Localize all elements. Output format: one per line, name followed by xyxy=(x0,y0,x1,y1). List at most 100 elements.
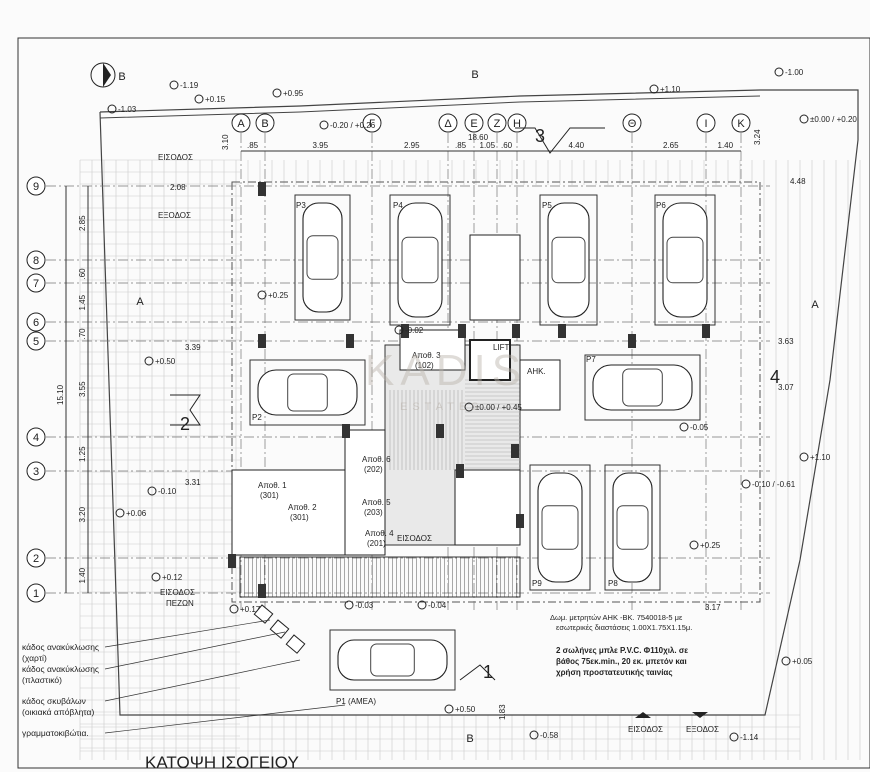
top-dimension: .85 xyxy=(247,141,259,150)
section-mark-top: B xyxy=(471,69,478,81)
column-axis-bubble xyxy=(438,113,458,133)
column-axis-bubble xyxy=(487,113,507,133)
column-axis-label: Η xyxy=(513,118,521,130)
north-arrow: B xyxy=(90,62,126,88)
level-marker-icon xyxy=(144,356,154,366)
room-name: Αποθ. 6 xyxy=(362,455,391,464)
column-axis-label: Ζ xyxy=(494,118,501,130)
structural-column xyxy=(628,334,636,348)
column-axis-label: Κ xyxy=(737,118,745,130)
level-value: -0.03 xyxy=(355,601,374,610)
side-dimension: 4.48 xyxy=(790,177,806,186)
legend-item: κάδος ανακύκλωσης(πλαστικό) xyxy=(22,631,286,685)
level-value: +1.10 xyxy=(660,85,681,94)
parking-space: P4 xyxy=(389,194,451,326)
row-axis-bubble xyxy=(26,548,46,568)
parking-bay xyxy=(249,359,366,426)
level-marker-icon xyxy=(799,452,809,462)
legend-text-2: (χαρτί) xyxy=(22,653,47,663)
legend: κάδος ανακύκλωσης(χαρτί)κάδος ανακύκλωση… xyxy=(22,619,346,738)
top-dimension: 1.40 xyxy=(718,141,734,150)
level-value: -0.02 xyxy=(405,326,424,335)
level-value: +0.50 xyxy=(455,705,476,714)
structural-column xyxy=(346,334,354,348)
parking-space: P5 xyxy=(539,194,598,326)
level-marker-icon xyxy=(257,290,267,300)
structural-column xyxy=(558,324,566,338)
row-axis-label: 2 xyxy=(33,553,39,565)
row-axis-label: 4 xyxy=(33,432,39,444)
structural-column xyxy=(258,182,266,196)
bin-icon xyxy=(285,634,306,654)
row-axis-bubble xyxy=(26,176,46,196)
car-icon xyxy=(662,202,708,318)
building-outline xyxy=(231,181,761,603)
row-axis-bubble xyxy=(26,427,46,447)
level-marker-icon xyxy=(147,486,157,496)
structural-column xyxy=(258,584,266,598)
parking-space: P6 xyxy=(654,194,716,326)
level-value: +0.17 xyxy=(240,605,261,614)
legend-item: κάδος σκυβάλων(οικιακά απόβλητα) xyxy=(22,659,301,717)
level-value: -1.14 xyxy=(740,733,759,742)
structural-column xyxy=(436,424,444,438)
side-dimension: 1.83 xyxy=(498,704,507,720)
car-icon xyxy=(302,202,343,313)
level-value: -0.20 / +0.26 xyxy=(330,121,376,130)
row-axis-bubble xyxy=(26,461,46,481)
top-dimension: .60 xyxy=(501,141,513,150)
level-marker-icon xyxy=(444,704,454,714)
car-roof xyxy=(541,505,579,550)
level-value: -0.05 xyxy=(690,423,709,432)
room-name: Αποθ. 3 xyxy=(412,351,441,360)
level-value: +0.15 xyxy=(205,95,226,104)
left-dimension: 3.20 xyxy=(78,506,87,522)
level-value: ±0.00 / +0.45 xyxy=(475,403,522,412)
legend-leader xyxy=(104,619,271,648)
legend-item: γραμματοκιβώτια. xyxy=(22,704,346,738)
left-dimension: 1.45 xyxy=(78,294,87,310)
entrance-label: ΕΙΣΟΔΟΣ xyxy=(158,153,193,162)
row-axis-bubble xyxy=(26,250,46,270)
row-axis-bubble xyxy=(26,583,46,603)
car-roof xyxy=(287,373,328,412)
parking-label: P3 xyxy=(296,201,306,210)
level-value: -1.03 xyxy=(118,105,137,114)
side-dimension: 3.31 xyxy=(185,478,201,487)
level-marker-icon xyxy=(781,656,791,666)
room-code: (202) xyxy=(364,465,383,474)
level-marker-icon xyxy=(689,540,699,550)
parking-bay xyxy=(604,464,661,591)
column-axis-label: Α xyxy=(237,118,245,130)
level-marker-icon xyxy=(741,479,751,489)
car-icon xyxy=(592,364,693,411)
car-roof xyxy=(551,236,586,284)
level-value: ±0.00 / +0.20 xyxy=(810,115,857,124)
legend-text-2: (πλαστικό) xyxy=(22,675,62,685)
room-code: (301) xyxy=(290,513,309,522)
level-marker-icon xyxy=(229,604,239,614)
level-value: -0.10 / -0.61 xyxy=(752,480,796,489)
parking-bay xyxy=(389,194,451,326)
parking-label: P2 xyxy=(252,413,262,422)
room-name: Αποθ. 4 xyxy=(365,529,394,538)
overall-dimension: 18.60 xyxy=(468,133,489,142)
level-value: +0.95 xyxy=(283,89,304,98)
room-code: (203) xyxy=(364,508,383,517)
side-dimension: 2.08 xyxy=(170,183,186,192)
legend-text-2: (οικιακά απόβλητα) xyxy=(22,707,94,717)
level-value: +0.25 xyxy=(268,291,289,300)
top-dimension: .85 xyxy=(455,141,467,150)
parking-space: P9 xyxy=(529,464,591,591)
level-marker-icon xyxy=(115,508,125,518)
legend-leader xyxy=(104,659,301,702)
level-marker-icon xyxy=(679,422,689,432)
level-value: +0.05 xyxy=(792,657,813,666)
level-marker-icon xyxy=(194,94,204,104)
level-value: -1.19 xyxy=(180,81,199,90)
row-axis-label: 5 xyxy=(33,336,39,348)
level-marker-icon xyxy=(729,732,739,742)
left-dimension: .70 xyxy=(78,328,87,340)
